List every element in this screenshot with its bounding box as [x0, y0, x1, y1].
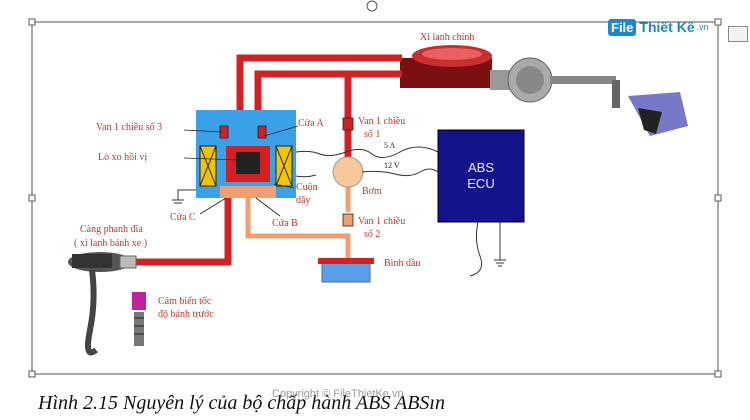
selection-frame	[28, 0, 722, 378]
label-check-valve-3: Van 1 chiều số 3	[96, 122, 162, 133]
label-coil-line1: Cuộn	[296, 182, 318, 193]
disc-brake-caliper	[68, 252, 137, 356]
reservoir	[318, 258, 374, 283]
wheel-speed-sensor	[132, 292, 146, 346]
copyright-watermark: Copyright © FileThietKe.vn	[272, 388, 404, 400]
label-pump: Bơm	[362, 186, 382, 197]
logo-suffix: .vn	[696, 22, 709, 32]
site-logo: File Thiết Kế .vn	[608, 16, 709, 38]
label-caliper-line1: Càng phanh đĩa	[80, 224, 143, 235]
wiring	[177, 146, 501, 277]
label-port-c: Cửa C	[170, 212, 196, 223]
figure-caption: Hình 2.15 Nguyên lý của bộ chấp hành ABS…	[38, 392, 445, 414]
label-check-valve-1-line2: số 1	[364, 129, 380, 140]
label-return-spring: Lò xo hồi vị	[98, 152, 147, 163]
logo-text: Thiết Kế	[639, 19, 695, 35]
label-check-valve-2-line2: số 2	[364, 229, 380, 240]
abs-ecu: ABS ECU	[437, 129, 525, 223]
label-voltage-12v: 12 V	[384, 161, 400, 170]
leader-lines	[183, 125, 299, 217]
label-port-b: Cửa B	[272, 218, 298, 229]
label-speed-sensor-line1: Cảm biến tốc	[158, 296, 212, 307]
check-valve-1	[342, 117, 354, 131]
ecu-label-line1: ABS	[468, 160, 494, 175]
label-master-cylinder: Xi lanh chính	[420, 32, 474, 43]
ecu-label-line2: ECU	[467, 176, 494, 191]
solenoid-valve	[196, 110, 296, 198]
brake-fluid-lines	[112, 54, 402, 266]
master-cylinder	[400, 45, 620, 108]
pump	[332, 156, 364, 188]
ground-symbol	[172, 199, 506, 267]
brake-pedal	[628, 92, 688, 136]
collapse-icon[interactable]	[728, 26, 748, 42]
label-caliper-line2: ( xi lanh bánh xe )	[74, 238, 147, 249]
label-speed-sensor-line2: độ bánh trước	[158, 309, 214, 320]
check-valve-2	[342, 213, 354, 227]
label-check-valve-2-line1: Van 1 chiều	[358, 216, 405, 227]
label-current-5a: 5 A	[384, 141, 396, 150]
label-port-a: Cửa A	[298, 118, 324, 129]
logo-box: File	[608, 18, 637, 36]
low-pressure-lines	[245, 186, 351, 262]
label-coil-line2: dây	[296, 195, 310, 206]
label-check-valve-1-line1: Van 1 chiều	[358, 116, 405, 127]
label-reservoir: Bình dầu	[384, 258, 420, 269]
